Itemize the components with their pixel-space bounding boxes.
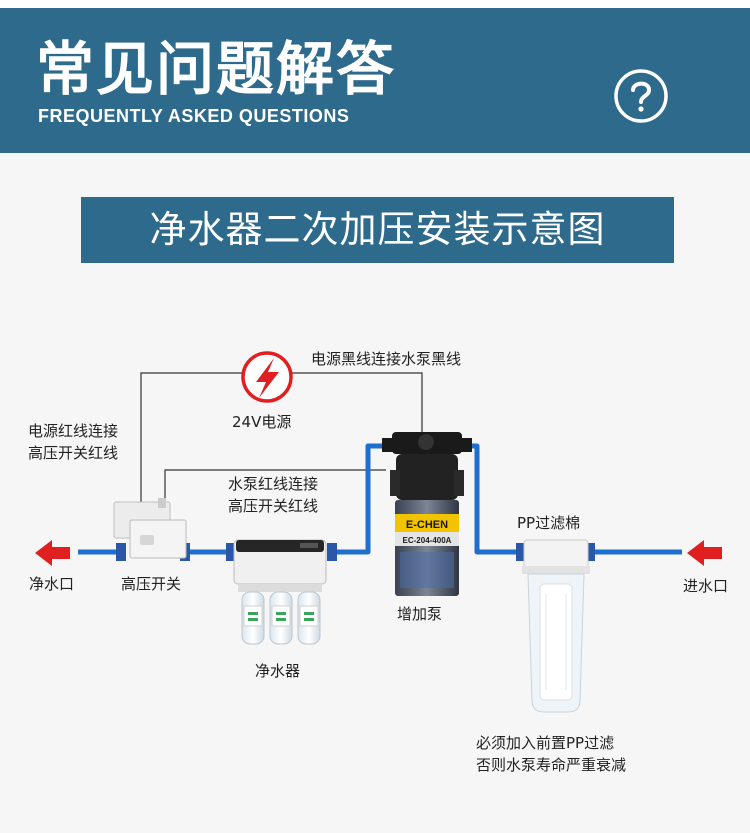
header-top-strip xyxy=(0,0,750,8)
inlet-arrow-icon xyxy=(687,540,722,566)
pump-model: EC-204-400A xyxy=(403,536,452,545)
outlet-arrow-icon xyxy=(35,540,70,566)
page-title: 常见问题解答 xyxy=(36,35,397,103)
diagram-title-banner: 净水器二次加压安装示意图 xyxy=(81,197,674,263)
black-wire xyxy=(140,372,243,506)
power-source-icon xyxy=(241,351,293,403)
label-pressure-switch: 高压开关 xyxy=(121,575,182,593)
label-booster-pump: 增加泵 xyxy=(397,605,443,623)
page-subtitle: FREQUENTLY ASKED QUESTIONS xyxy=(38,106,350,126)
booster-pump-icon: E-CHEN EC-204-400A xyxy=(382,432,472,596)
water-purifier-icon xyxy=(233,539,327,645)
label-red-wire-line1: 电源红线连接 xyxy=(28,422,119,440)
pipe-pump-filter xyxy=(462,443,520,555)
diagram-title: 净水器二次加压安装示意图 xyxy=(149,208,606,251)
black-wire-pump xyxy=(292,372,423,436)
label-black-wire: 电源黑线连接水泵黑线 xyxy=(311,350,462,368)
question-circle-icon xyxy=(614,69,668,123)
label-note-line2: 否则水泵寿命严重衰减 xyxy=(476,756,627,774)
label-purifier: 净水器 xyxy=(255,662,301,680)
label-outlet: 净水口 xyxy=(29,575,75,593)
pipe-purifier-pump xyxy=(330,443,392,555)
pressure-switch-icon xyxy=(113,498,187,559)
connector xyxy=(226,543,236,561)
header-banner: 常见问题解答 FREQUENTLY ASKED QUESTIONS xyxy=(0,0,750,153)
label-note-line1: 必须加入前置PP过滤 xyxy=(476,734,615,752)
label-pump-red-wire-line1: 水泵红线连接 xyxy=(228,475,319,493)
label-pump-red-wire-line2: 高压开关红线 xyxy=(228,497,319,515)
connector xyxy=(116,543,126,561)
pp-filter-icon xyxy=(522,539,590,713)
pump-brand: E-CHEN xyxy=(406,519,448,531)
label-inlet: 进水口 xyxy=(683,577,729,595)
connector xyxy=(585,543,595,561)
label-power-supply: 24V电源 xyxy=(232,413,292,431)
label-red-wire-line2: 高压开关红线 xyxy=(28,444,119,462)
connector xyxy=(327,543,337,561)
connector xyxy=(516,543,526,561)
label-pp-filter: PP过滤棉 xyxy=(517,514,581,532)
